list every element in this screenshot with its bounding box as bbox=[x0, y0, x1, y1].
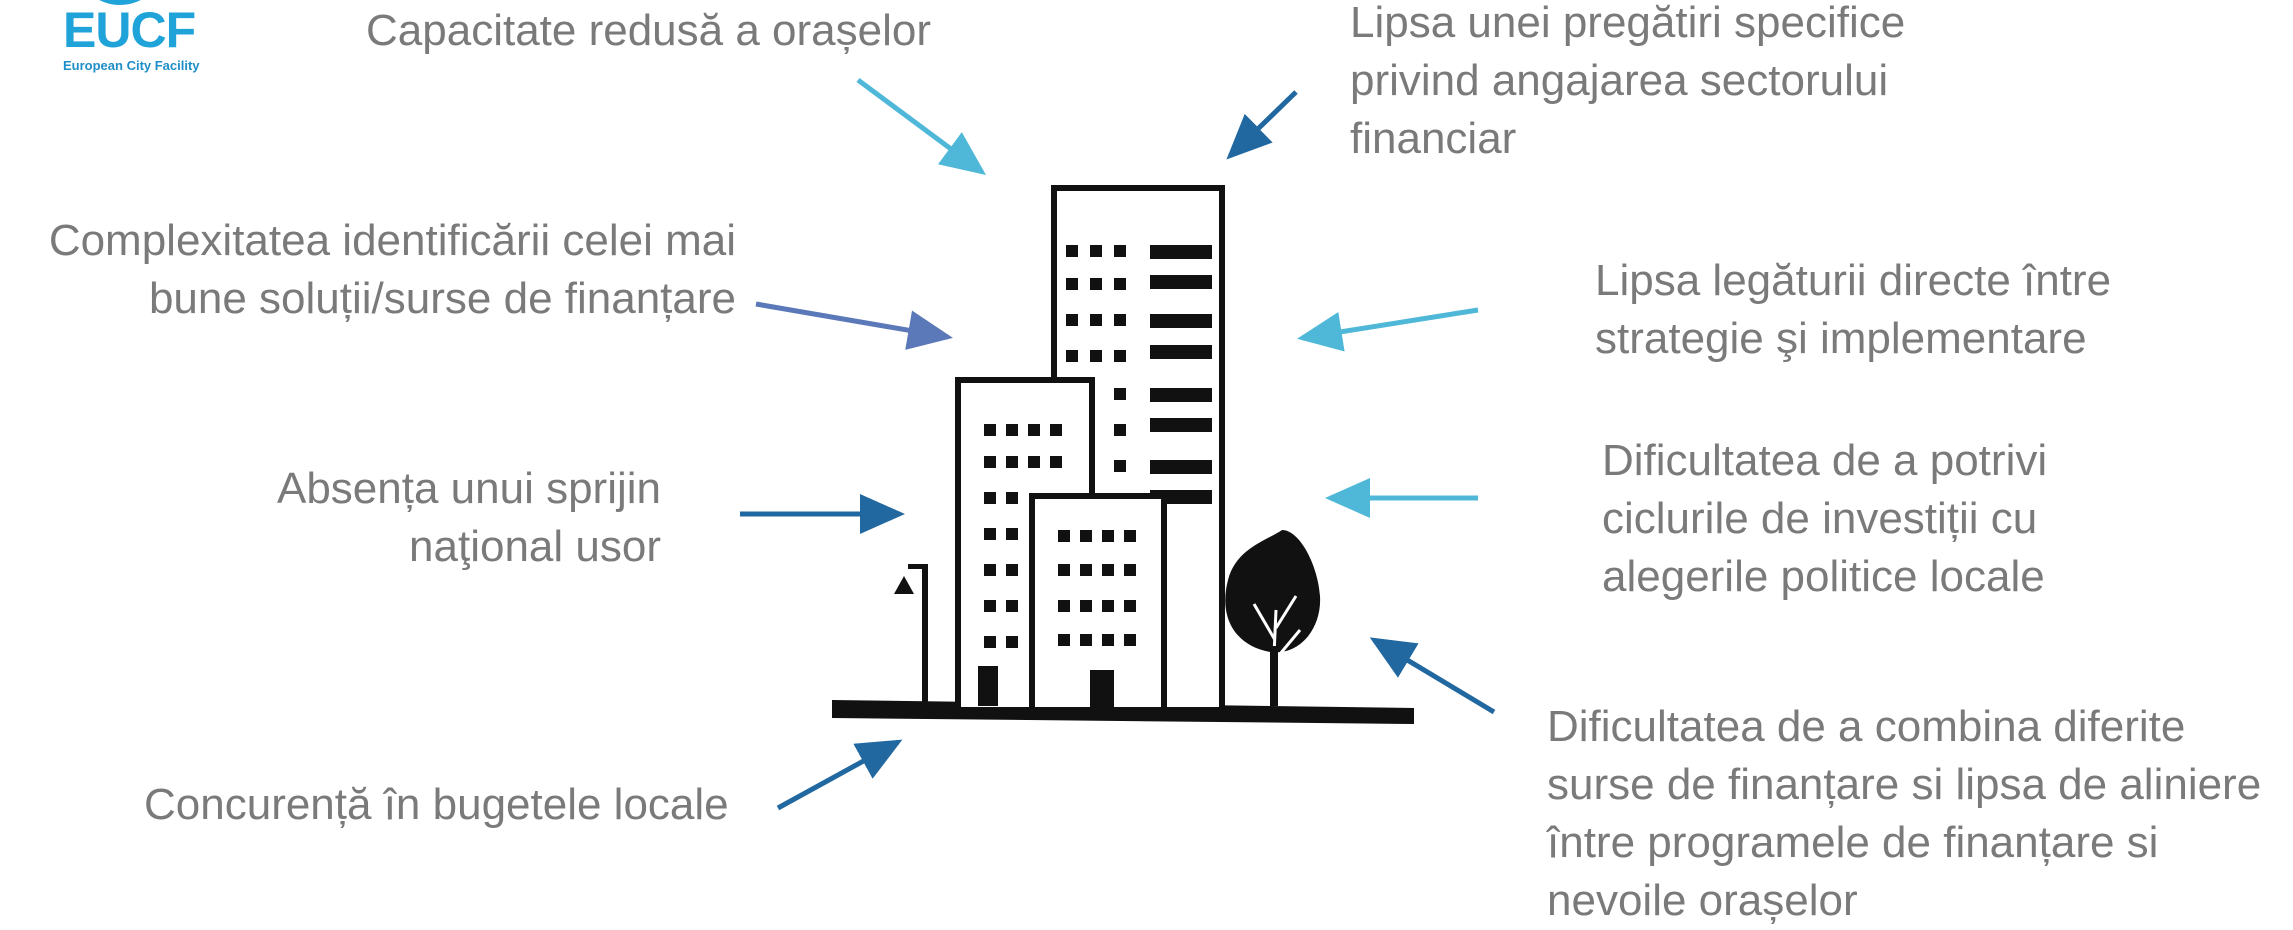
arrow-complexity bbox=[755, 301, 953, 350]
label-combine: Dificultatea de a combina diferite surse… bbox=[1547, 698, 2261, 930]
label-line: ciclurile de investiții cu bbox=[1602, 494, 2038, 543]
label-line: strategie şi implementare bbox=[1595, 314, 2087, 363]
arrow-competition bbox=[776, 739, 903, 811]
label-line: privind angajarea sectorului bbox=[1350, 56, 1889, 105]
eucf-logo: EUCF European City Facility bbox=[55, 0, 235, 80]
arrow-combine bbox=[1369, 637, 1496, 715]
label-line: Complexitatea identificării celei mai bbox=[48, 216, 736, 265]
label-line: Absența unui sprijin bbox=[276, 464, 661, 513]
label-national: Absența unui sprijin naţional usor bbox=[277, 460, 661, 576]
label-line: naţional usor bbox=[409, 522, 661, 571]
building-illustration-icon bbox=[832, 185, 1414, 724]
label-line: Concurență în bugetele locale bbox=[144, 780, 729, 829]
arrow-capacity bbox=[856, 77, 987, 175]
label-line: Dificultatea de a combina diferite bbox=[1547, 702, 2186, 751]
label-line: Capacitate redusă a orașelor bbox=[366, 6, 931, 55]
label-training: Lipsa unei pregătiri specifice privind a… bbox=[1350, 0, 1905, 168]
label-line: surse de finanțare si lipsa de aliniere bbox=[1547, 760, 2262, 809]
logo-subtitle: European City Facility bbox=[63, 58, 200, 73]
label-link: Lipsa legăturii directe între strategie … bbox=[1595, 252, 2111, 368]
label-cycles: Dificultatea de a potrivi ciclurile de i… bbox=[1602, 432, 2047, 606]
street-lamp-icon bbox=[894, 564, 928, 706]
label-line: Lipsa legăturii directe între bbox=[1595, 256, 2112, 305]
label-line: Lipsa unei pregătiri specifice bbox=[1350, 0, 1906, 47]
tree-icon bbox=[1225, 530, 1321, 706]
label-line: nevoile orașelor bbox=[1547, 876, 1858, 925]
label-capacity: Capacitate redusă a orașelor bbox=[366, 2, 931, 60]
arrow-training bbox=[1226, 90, 1298, 160]
label-line: financiar bbox=[1350, 114, 1517, 163]
arrow-link bbox=[1297, 307, 1479, 352]
label-line: Dificultatea de a potrivi bbox=[1602, 436, 2048, 485]
label-complexity: Complexitatea identificării celei mai bu… bbox=[49, 212, 736, 328]
logo-title: EUCF bbox=[63, 2, 196, 58]
label-line: alegerile politice locale bbox=[1602, 552, 2045, 601]
label-competition: Concurență în bugetele locale bbox=[144, 776, 729, 834]
label-line: între programele de finanțare si bbox=[1547, 818, 2159, 867]
label-line: bune soluții/surse de finanțare bbox=[148, 274, 736, 323]
